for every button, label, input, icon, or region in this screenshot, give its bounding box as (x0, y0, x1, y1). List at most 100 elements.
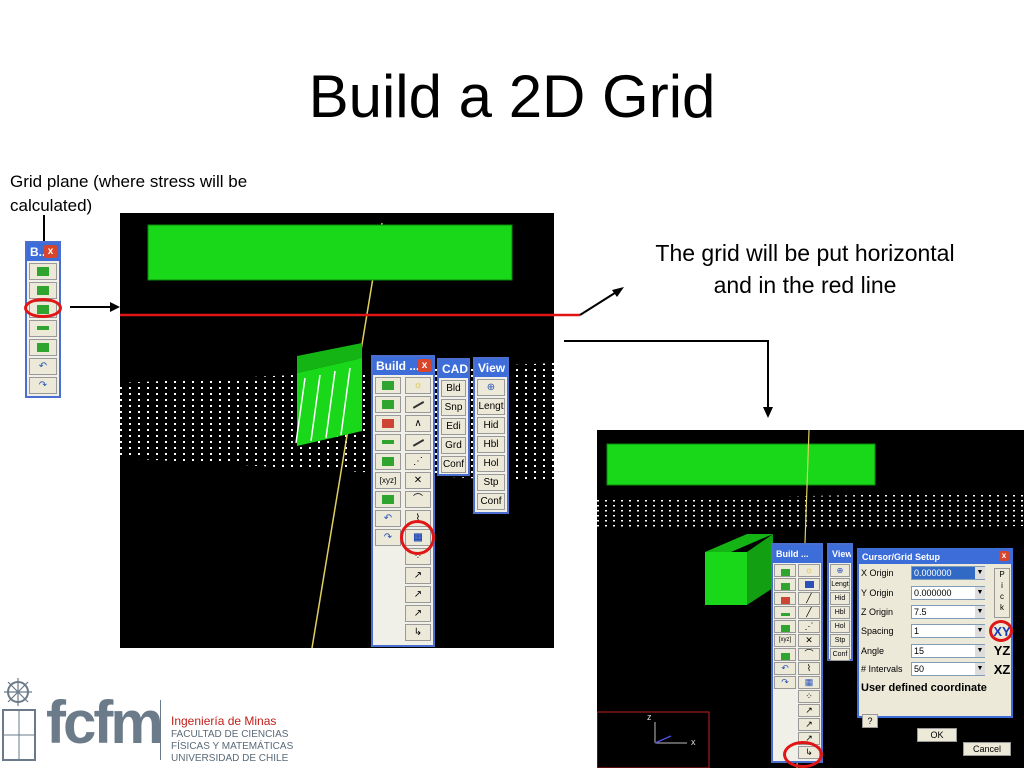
extrude-button[interactable] (29, 339, 57, 356)
curve-button[interactable]: ⌒ (798, 648, 820, 661)
plane-xz-button[interactable]: XZ (993, 662, 1011, 677)
close-icon[interactable]: x (418, 359, 431, 372)
undo-button[interactable]: ↶ (29, 358, 57, 375)
intervals-input[interactable]: 50 (911, 662, 985, 676)
green-top-block (147, 224, 513, 281)
view-hbl-button[interactable]: Hbl (830, 606, 850, 619)
view-target-button[interactable]: ⊕ (830, 564, 850, 577)
dotted-line-icon: ⋰ (804, 621, 814, 631)
line-tool-button[interactable] (405, 434, 431, 451)
chevron-down-icon[interactable]: ▼ (975, 663, 985, 675)
view-step-button[interactable]: Stp (830, 634, 850, 647)
line-y-button[interactable]: ↗ (798, 718, 820, 731)
build-surface-button[interactable] (29, 282, 57, 299)
build-line-button[interactable] (774, 606, 796, 619)
circle-dots-button[interactable]: ⁘ (798, 690, 820, 703)
xyz-button[interactable]: [xyz] (774, 634, 796, 647)
curve-button[interactable]: ⌒ (405, 491, 431, 508)
close-icon[interactable]: x (44, 245, 57, 258)
extrude-button[interactable] (375, 453, 401, 470)
solid-icon (780, 596, 790, 604)
build-line-button[interactable] (29, 320, 57, 337)
x-origin-input[interactable]: 0.000000 (911, 566, 985, 580)
spacing-input[interactable]: 1 (911, 624, 985, 638)
y-origin-input[interactable]: 0.000000 (911, 586, 985, 600)
view-target-button[interactable]: ⊕ (477, 379, 505, 396)
plane-yz-button[interactable]: YZ (993, 643, 1011, 658)
view-hide-button[interactable]: Hid (830, 592, 850, 605)
view-step-button[interactable]: Stp (477, 474, 505, 491)
cursor-grid-setup-dialog: Cursor/Grid Setup x X Origin 0.000000 ▼ … (857, 548, 1013, 756)
z-origin-input[interactable]: 7.5 (911, 605, 985, 619)
view-toolbar-title: View (475, 359, 507, 377)
slide-title: Build a 2D Grid (308, 63, 716, 130)
cad-config-button[interactable]: Conf (441, 456, 466, 473)
build-toolbar: Build ... x [xyz] ↶ ↷ ☼ ∧ ⋰ ✕ ⌒ ⌇ ▦ ⁘ ↗ … (371, 355, 435, 647)
view-length-button[interactable]: Lengt (477, 398, 505, 415)
axis-button[interactable]: ↳ (405, 624, 431, 641)
pick-button[interactable]: P i c k (994, 568, 1010, 618)
point-button[interactable]: ☼ (405, 377, 431, 394)
view-config-button[interactable]: Conf (830, 648, 850, 661)
user-defined-coordinate-button[interactable]: User defined coordinate (861, 682, 987, 694)
polyline-button[interactable]: ⌇ (798, 662, 820, 675)
sun-icon: ☼ (804, 565, 814, 575)
chevron-down-icon[interactable]: ▼ (975, 587, 985, 599)
segment-button[interactable] (405, 396, 431, 413)
close-icon[interactable]: x (999, 551, 1009, 561)
view-hide-button[interactable]: Hid (477, 417, 505, 434)
move-button[interactable] (375, 491, 401, 508)
line-z-button[interactable]: ↗ (405, 605, 431, 622)
build-surface-button[interactable] (774, 578, 796, 591)
dotted-line-button[interactable]: ⋰ (798, 620, 820, 633)
extrude-button[interactable] (774, 620, 796, 633)
view-config-button[interactable]: Conf (477, 493, 505, 510)
help-button[interactable]: ? (862, 714, 878, 728)
grid-select-button[interactable] (798, 578, 820, 591)
view-length-button[interactable]: Lengt (830, 578, 850, 591)
chevron-down-icon[interactable]: ▼ (975, 567, 985, 579)
cad-grid-dropdown[interactable]: Grd (441, 437, 466, 454)
intersect-button[interactable]: ✕ (798, 634, 820, 647)
build-line-button[interactable] (375, 434, 401, 451)
chevron-down-icon[interactable]: ▼ (975, 606, 985, 618)
build-surface-button[interactable] (375, 396, 401, 413)
view-hol-button[interactable]: Hol (477, 455, 505, 472)
line-x-button[interactable]: ↗ (798, 704, 820, 717)
dotted-line-button[interactable]: ⋰ (405, 453, 431, 470)
undo-icon: ↶ (38, 361, 48, 372)
point-button[interactable]: ☼ (798, 564, 820, 577)
grid-button[interactable]: ▦ (798, 676, 820, 689)
undo-button[interactable]: ↶ (375, 510, 401, 527)
redo-button[interactable]: ↷ (29, 377, 57, 394)
viewport2-scene (597, 430, 1024, 768)
line-x-button[interactable]: ↗ (405, 567, 431, 584)
build-solid-button[interactable] (774, 592, 796, 605)
build-solid-button[interactable] (375, 415, 401, 432)
chevron-down-icon[interactable]: ▼ (975, 645, 985, 657)
intersect-button[interactable]: ✕ (405, 472, 431, 489)
angle-input[interactable]: 15 (911, 644, 985, 658)
undo-button[interactable]: ↶ (774, 662, 796, 675)
view-hol-button[interactable]: Hol (830, 620, 850, 633)
cancel-button[interactable]: Cancel (963, 742, 1011, 756)
cad-snap-dropdown[interactable]: Snp (441, 399, 466, 416)
redo-button[interactable]: ↷ (774, 676, 796, 689)
line-x-icon: ↗ (413, 570, 423, 581)
move-button[interactable] (774, 648, 796, 661)
xyz-button[interactable]: [xyz] (375, 472, 401, 489)
cad-edit-dropdown[interactable]: Edi (441, 418, 466, 435)
cad-build-dropdown[interactable]: Bld (441, 380, 466, 397)
redo-button[interactable]: ↷ (375, 529, 401, 546)
build-polygon-button[interactable] (774, 564, 796, 577)
segment-button[interactable]: ╱ (798, 592, 820, 605)
build-polygon-button[interactable] (29, 263, 57, 280)
axis-x-label: x (691, 737, 696, 747)
chevron-down-icon[interactable]: ▼ (975, 625, 985, 637)
ok-button[interactable]: OK (917, 728, 957, 742)
build-polygon-button[interactable] (375, 377, 401, 394)
view-hbl-button[interactable]: Hbl (477, 436, 505, 453)
angle-button[interactable]: ∧ (405, 415, 431, 432)
line-tool-button[interactable]: ╱ (798, 606, 820, 619)
line-y-button[interactable]: ↗ (405, 586, 431, 603)
